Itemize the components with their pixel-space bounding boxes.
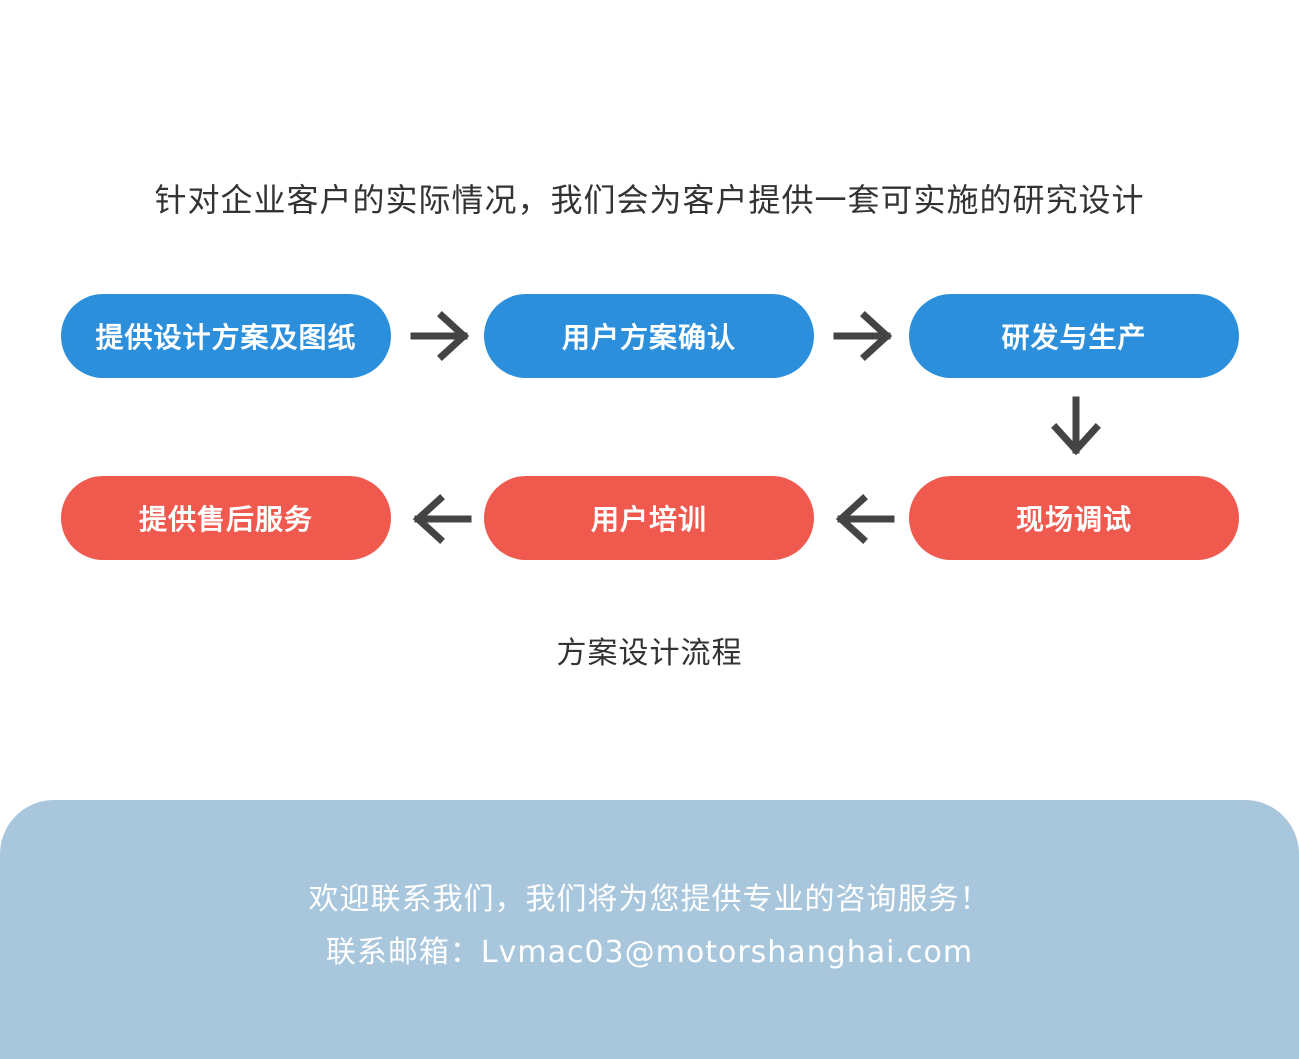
step-label: 现场调试 <box>1015 503 1132 536</box>
step-onsite-debug: 现场调试 <box>909 476 1239 560</box>
step-label: 提供售后服务 <box>138 503 313 536</box>
arrow-right-icon <box>410 310 472 362</box>
arrow-left-icon <box>833 493 895 545</box>
step-after-sales: 提供售后服务 <box>61 476 391 560</box>
step-label: 研发与生产 <box>1001 321 1147 354</box>
step-user-confirm: 用户方案确认 <box>484 294 814 378</box>
arrow-down-icon <box>1050 396 1102 458</box>
intro-text: 针对企业客户的实际情况，我们会为客户提供一套可实施的研究设计 <box>154 181 1145 219</box>
flow-caption: 方案设计流程 <box>556 636 743 671</box>
step-label: 用户方案确认 <box>561 321 736 354</box>
contact-invitation: 欢迎联系我们，我们将为您提供专业的咨询服务！ <box>308 882 991 917</box>
contact-panel: 欢迎联系我们，我们将为您提供专业的咨询服务！ 联系邮箱：Lvmac03@moto… <box>0 800 1299 1059</box>
step-design-plan: 提供设计方案及图纸 <box>61 294 391 378</box>
step-rnd-production: 研发与生产 <box>909 294 1239 378</box>
step-user-training: 用户培训 <box>484 476 814 560</box>
arrow-right-icon <box>833 310 895 362</box>
arrow-left-icon <box>410 493 472 545</box>
contact-email: 联系邮箱：Lvmac03@motorshanghai.com <box>325 935 974 970</box>
step-label: 用户培训 <box>590 503 707 536</box>
step-label: 提供设计方案及图纸 <box>95 321 357 354</box>
